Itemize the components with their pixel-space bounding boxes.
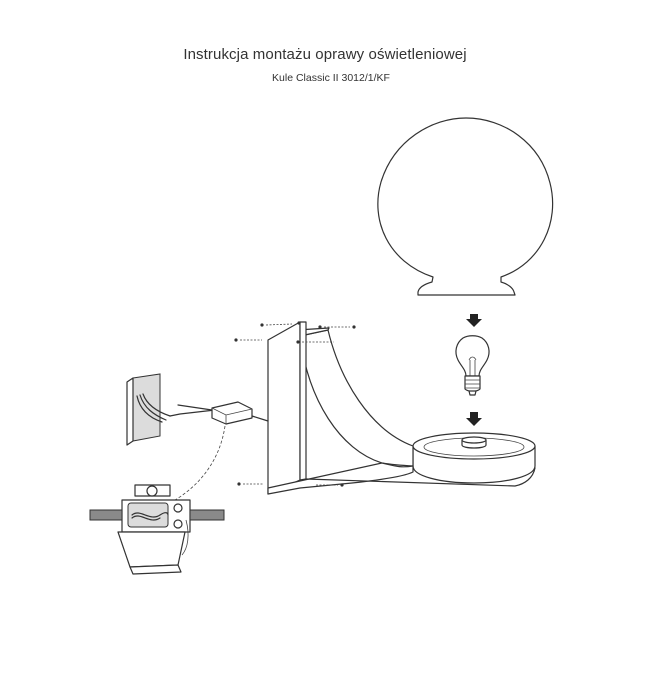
down-arrow-icon [466,412,482,426]
document-subtitle: Kule Classic II 3012/1/KF [272,72,390,84]
down-arrow-icon [466,314,482,327]
wall-socket [126,373,216,446]
globe-shade [377,117,554,296]
screws [234,321,356,487]
terminal-block-detail [89,484,225,575]
curved-arm [296,327,414,467]
document-title: Instrukcja montażu oprawy oświetleniowej [183,46,467,63]
lamp-base-ring [412,432,536,484]
light-bulb [455,335,490,396]
wall-plate [267,321,536,495]
junction-box [177,401,269,425]
